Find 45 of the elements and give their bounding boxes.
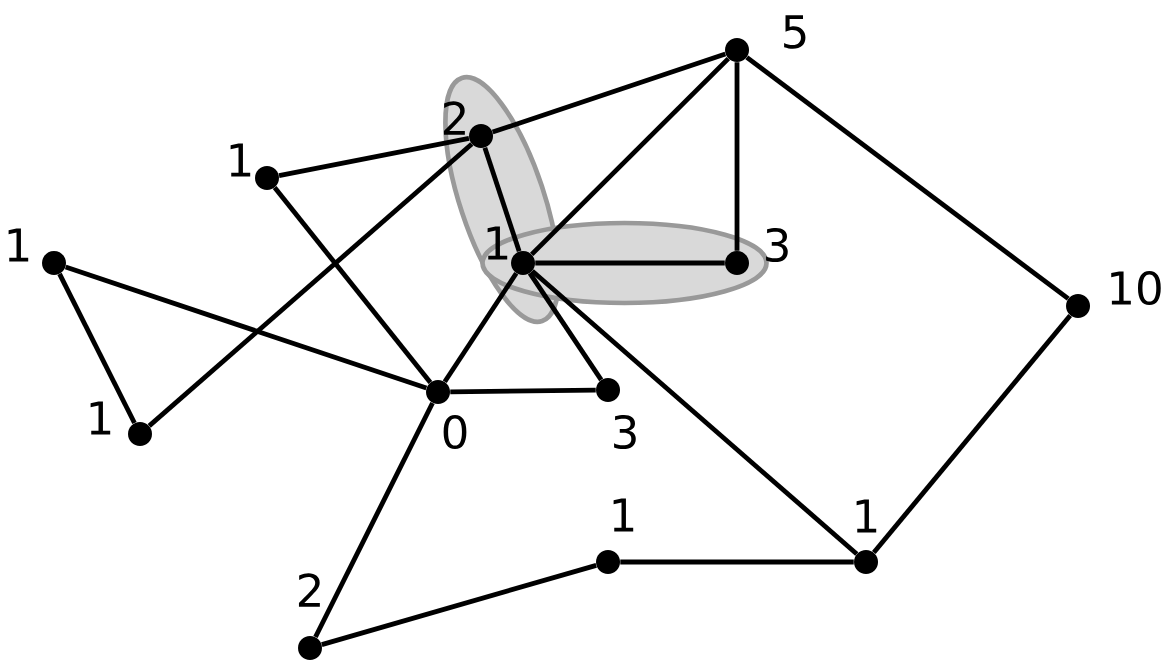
vertex-label: 2 [298, 573, 320, 607]
edge-line [482, 146, 522, 253]
vertex-label: 1 [613, 498, 634, 532]
vertex-dot [469, 124, 493, 148]
vertex-label: 1 [856, 499, 877, 533]
edge-line [321, 563, 597, 647]
edge-line [535, 260, 725, 266]
edge-line [491, 51, 727, 135]
edge-line [734, 62, 740, 251]
edge-line [620, 559, 854, 565]
edge-line [745, 55, 1070, 301]
vertex-label: 5 [784, 15, 806, 49]
vertex-label: 2 [443, 101, 465, 135]
vertex-dot [854, 550, 878, 574]
vertex-dot [511, 251, 535, 275]
vertex-dot [298, 636, 322, 660]
vertex-label: 1 [90, 401, 111, 435]
edge-line [313, 401, 435, 639]
vertex-dot [596, 378, 620, 402]
vertex-dot [42, 251, 66, 275]
vertex-dot [725, 251, 749, 275]
vertex-dot [426, 380, 450, 404]
edge-line [530, 269, 859, 556]
vertex-label: 1 [230, 143, 251, 177]
vertex-label: 0 [443, 414, 467, 450]
vertex-label: 3 [766, 227, 788, 263]
edge-line [527, 271, 604, 382]
edge-line [450, 387, 596, 395]
edge-line [147, 142, 474, 428]
edge-line [57, 272, 137, 425]
vertex-dot [1066, 294, 1090, 318]
edge-line [530, 56, 730, 257]
vertex-label: 1 [8, 228, 29, 262]
vertex-dot [596, 550, 620, 574]
edge-line [278, 136, 470, 178]
vertex-dot [255, 166, 279, 190]
edge-line [64, 264, 428, 391]
vertex-label: 1 [487, 226, 508, 260]
edge-line [272, 186, 433, 384]
edge-line [442, 271, 519, 384]
edge-line [872, 313, 1073, 555]
vertex-label: 10 [1111, 270, 1161, 306]
vertex-label: 3 [614, 414, 636, 450]
vertex-dot [725, 38, 749, 62]
vertex-dot [128, 422, 152, 446]
